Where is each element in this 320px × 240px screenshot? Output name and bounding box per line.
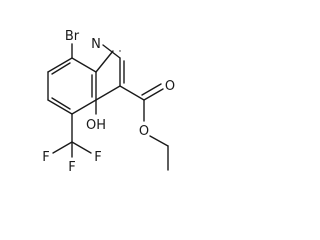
atom-f-left: F: [42, 150, 49, 165]
bond-c6-c5-inner: [51, 97, 71, 110]
bond-n1-c2b: [102, 44, 121, 59]
bond-c8-c7-inner: [51, 62, 71, 75]
bond-ccf3-fleft: [52, 141, 73, 154]
bond-carbonyl-o-inner: [141, 83, 162, 96]
bond-c8a-n1: [95, 50, 114, 73]
atom-o-carbonyl: O: [165, 79, 175, 94]
structure-canvas: Br N OH O O F F F: [42, 29, 175, 175]
bond-c8a-c8: [71, 57, 97, 73]
molecule-diagram: Br N OH O O F F F: [42, 29, 175, 175]
atom-f-right: F: [94, 150, 101, 165]
atom-n: N: [91, 37, 101, 52]
atom-oh: OH: [86, 118, 106, 133]
bond-c6-c5: [47, 99, 73, 115]
atom-f-bottom: F: [68, 160, 75, 175]
bond-c5-c4a: [71, 99, 97, 115]
bond-carbonyl-o: [143, 88, 164, 101]
bond-c8-c7: [47, 57, 73, 73]
bond-ccf3-fright: [71, 141, 92, 154]
atom-o-ester: O: [139, 124, 149, 139]
atom-br: Br: [65, 29, 80, 44]
bond-c3-c4: [95, 85, 121, 101]
bond-c3-ccarbonyl: [119, 85, 145, 101]
bond-oester-ch2: [149, 135, 169, 147]
